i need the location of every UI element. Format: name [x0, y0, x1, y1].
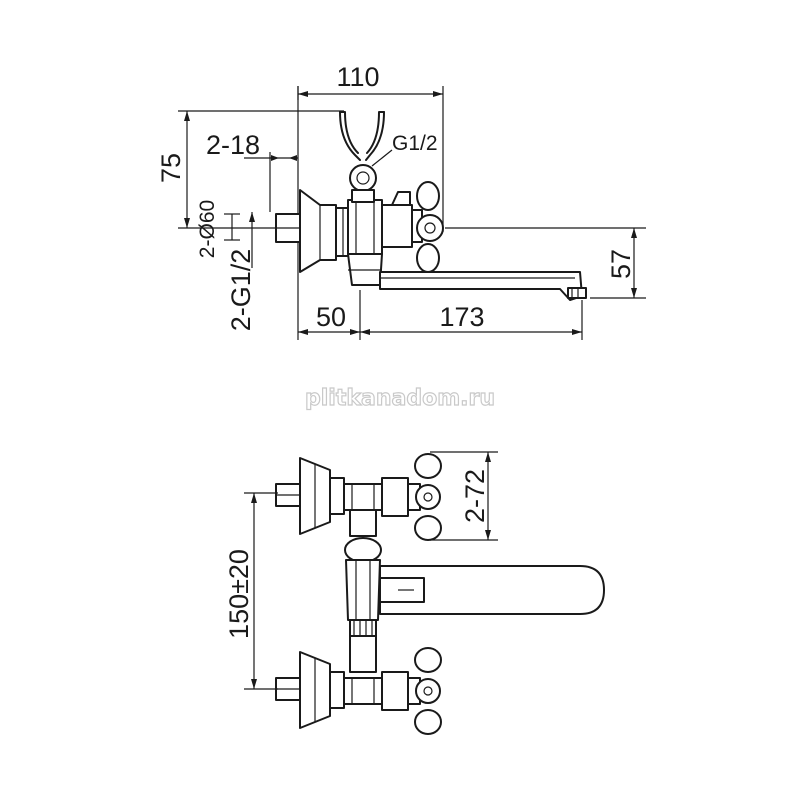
dim-173-label: 173	[439, 302, 484, 332]
dim-50-173: 50 173	[298, 290, 583, 340]
dim-75: 75	[156, 110, 344, 229]
upper-handle	[381, 453, 442, 541]
watermark: plitkanadom.ru	[305, 386, 495, 411]
dim-75-label: 75	[156, 153, 186, 183]
mixer-body	[347, 199, 383, 286]
top-view: 110 75 2-18 2-Ø60 2-G1/2	[156, 62, 646, 340]
dim-thread-inlet-label: 2-G1/2	[226, 249, 256, 332]
dim-g12-label: G1/2	[392, 132, 438, 155]
upper-inlet	[275, 457, 383, 535]
dim-inlet: 2-Ø60 2-G1/2	[196, 200, 256, 331]
shower-holder: G1/2	[339, 111, 438, 203]
dim-2-72-label: 2-72	[460, 469, 490, 523]
vertical-body	[344, 509, 382, 673]
dim-2-18-label: 2-18	[206, 130, 260, 160]
lower-handle	[381, 647, 442, 735]
spout	[379, 271, 587, 301]
dim-2-72: 2-72	[430, 451, 498, 541]
handle-right	[381, 181, 444, 273]
lower-inlet	[275, 651, 383, 729]
dim-2-18: 2-18	[206, 130, 298, 212]
dim-57-label: 57	[606, 249, 636, 279]
dim-150-20: 150±20	[224, 492, 278, 690]
dim-110: 110	[297, 62, 444, 232]
spout-top	[379, 565, 605, 615]
dim-50-label: 50	[316, 302, 346, 332]
inlet-connector	[275, 189, 351, 273]
dim-150-label: 150±20	[224, 549, 254, 639]
dim-110-label: 110	[336, 62, 379, 92]
bottom-view: 2-72	[224, 451, 605, 735]
dim-flange-label: 2-Ø60	[196, 200, 219, 258]
dim-57: 57	[445, 227, 646, 299]
